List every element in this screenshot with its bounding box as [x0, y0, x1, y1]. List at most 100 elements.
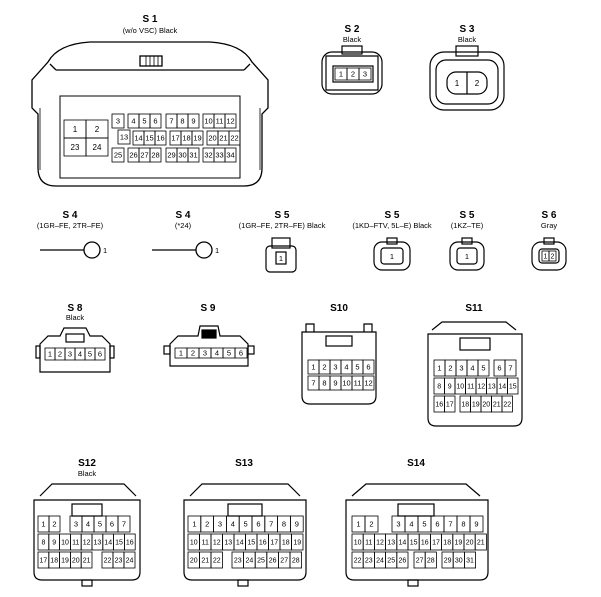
- pin-label: 2: [95, 125, 100, 134]
- pin-cell: [474, 533, 487, 551]
- pin-label: 5: [244, 520, 248, 529]
- pin-label: 4: [86, 520, 90, 529]
- pin-label: 13: [387, 540, 395, 547]
- pin-cell: [224, 113, 237, 129]
- pin-label: 4: [78, 350, 82, 359]
- pin-label: 2: [58, 350, 62, 359]
- pin-label: 10: [61, 540, 69, 547]
- pin-label: 34: [226, 151, 234, 160]
- pin-cell: [507, 377, 519, 395]
- pin-label: 8: [437, 384, 441, 391]
- pin-label: 8: [461, 520, 465, 529]
- pin-label: 33: [215, 151, 223, 160]
- pin-label: 16: [126, 540, 134, 547]
- pin-label: 3: [116, 117, 120, 126]
- pin-label: 2: [475, 79, 480, 88]
- pin-label: 12: [364, 379, 372, 388]
- pin-label: 23: [71, 143, 80, 152]
- pin-cell: [504, 359, 517, 377]
- pin-label: 9: [52, 540, 56, 547]
- pin-cell: [477, 359, 490, 377]
- connector-s4-24: S 4 (*24) 1: [152, 210, 219, 259]
- pin-label: 7: [122, 520, 126, 529]
- s5c-pin: 1: [465, 252, 469, 261]
- pin-label: 1: [339, 70, 343, 79]
- s5b-sub: (1KD–FTV, 5L–E) Black: [352, 221, 432, 230]
- pin-label: 12: [226, 117, 234, 126]
- pin-label: 16: [156, 134, 164, 143]
- pin-label: 1: [179, 349, 183, 358]
- s14-id: S14: [407, 458, 425, 469]
- pin-label: 1: [544, 254, 548, 261]
- pin-cell: [396, 551, 409, 569]
- pin-label: 12: [83, 540, 91, 547]
- pin-label: 29: [444, 558, 452, 565]
- pin-label: 27: [140, 151, 148, 160]
- pin-label: 23: [234, 558, 242, 565]
- pin-label: 7: [169, 117, 173, 126]
- pin-label: 19: [293, 540, 301, 547]
- s10-id: S10: [330, 303, 348, 314]
- pin-label: 1: [48, 350, 52, 359]
- pin-cell: [80, 551, 93, 569]
- pin-label: 15: [115, 540, 123, 547]
- pin-label: 9: [448, 384, 452, 391]
- pin-label: 2: [369, 520, 373, 529]
- pin-label: 25: [387, 558, 395, 565]
- pin-label: 23: [115, 558, 123, 565]
- pin-label: 19: [61, 558, 69, 565]
- pin-label: 17: [40, 558, 48, 565]
- s5a-pin: 1: [279, 254, 283, 263]
- pin-label: 8: [322, 379, 326, 388]
- pin-label: 4: [470, 364, 474, 373]
- pin-label: 14: [104, 540, 112, 547]
- pin-label: 1: [73, 125, 78, 134]
- pin-label: 14: [134, 134, 142, 143]
- pin-cell: [364, 515, 379, 533]
- pin-label: 14: [399, 540, 407, 547]
- pin-label: 18: [50, 558, 58, 565]
- pin-label: 16: [435, 402, 443, 409]
- s6-sub: Gray: [541, 221, 558, 230]
- pin-cell: [187, 147, 200, 163]
- pin-cell: [85, 137, 109, 157]
- pin-label: 5: [98, 520, 102, 529]
- pin-cell: [224, 147, 237, 163]
- pin-label: 1: [437, 364, 441, 373]
- pin-cell: [424, 551, 437, 569]
- pin-label: 4: [409, 520, 413, 529]
- pin-label: 2: [52, 520, 56, 529]
- pin-cell: [362, 359, 375, 375]
- pin-label: 1: [356, 520, 360, 529]
- s12-id: S12: [78, 458, 96, 469]
- pin-label: 1: [192, 520, 196, 529]
- pin-label: 10: [354, 540, 362, 547]
- pin-label: 10: [204, 117, 212, 126]
- pin-label: 19: [193, 134, 201, 143]
- pin-label: 20: [190, 558, 198, 565]
- pin-label: 11: [467, 384, 474, 391]
- pin-label: 29: [167, 151, 175, 160]
- pin-label: 7: [508, 364, 512, 373]
- pin-label: 13: [94, 540, 102, 547]
- pin-label: 9: [333, 379, 337, 388]
- pin-label: 5: [227, 349, 231, 358]
- s4b-pin: 1: [215, 246, 219, 255]
- pin-label: 30: [455, 558, 463, 565]
- pin-label: 20: [482, 402, 490, 409]
- s13-id: S13: [235, 458, 253, 469]
- pin-label: 11: [216, 117, 224, 126]
- pin-label: 32: [204, 151, 212, 160]
- pin-label: 2: [551, 254, 555, 261]
- pin-label: 31: [466, 558, 474, 565]
- pin-label: 28: [292, 558, 300, 565]
- pin-label: 5: [422, 520, 426, 529]
